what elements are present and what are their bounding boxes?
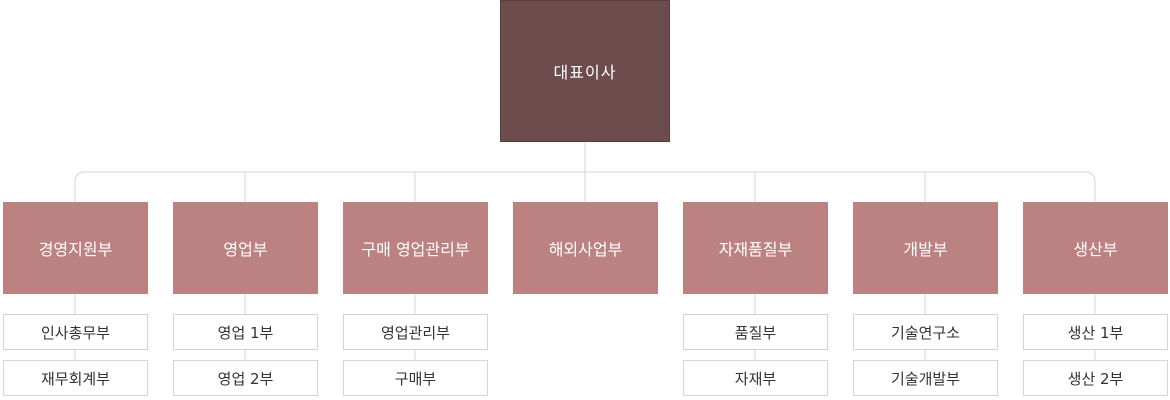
sub-unit-label: 구매부: [394, 369, 437, 388]
sub-unit-label: 기술개발부: [890, 369, 960, 388]
ceo-label: 대표이사: [553, 63, 617, 82]
sub-unit: 자재부: [683, 360, 828, 396]
dept-bus-line: [74, 171, 1096, 202]
sub-unit-label: 영업 1부: [217, 323, 274, 342]
sub-unit: 생산 2부: [1023, 360, 1168, 396]
dept-sales: 영업부: [173, 202, 318, 294]
dept-label: 개발부: [903, 240, 948, 259]
sub-unit: 영업 2부: [173, 360, 318, 396]
dept-label: 경영지원부: [38, 240, 113, 259]
sub-unit-label: 인사총무부: [40, 323, 110, 342]
dept-materials-quality: 자재품질부: [683, 202, 828, 294]
dept-label: 영업부: [223, 240, 268, 259]
sub-unit-label: 영업관리부: [380, 323, 450, 342]
sub-unit-label: 재무회계부: [40, 369, 110, 388]
sub-unit: 생산 1부: [1023, 314, 1168, 350]
sub-unit-label: 영업 2부: [217, 369, 274, 388]
sub-unit: 재무회계부: [3, 360, 148, 396]
sub-unit-label: 자재부: [734, 369, 777, 388]
dept-management-support: 경영지원부: [3, 202, 148, 294]
dept-label: 자재품질부: [718, 240, 793, 259]
dept-overseas: 해외사업부: [513, 202, 658, 294]
dept-purchasing-sales-mgmt: 구매 영업관리부: [343, 202, 488, 294]
sub-unit-label: 기술연구소: [890, 323, 960, 342]
sub-unit-label: 생산 2부: [1067, 369, 1124, 388]
sub-unit: 품질부: [683, 314, 828, 350]
dept-label: 생산부: [1073, 240, 1118, 259]
dept-label: 해외사업부: [548, 240, 623, 259]
sub-unit: 영업관리부: [343, 314, 488, 350]
sub-unit: 기술개발부: [853, 360, 998, 396]
sub-unit-label: 생산 1부: [1067, 323, 1124, 342]
sub-unit: 영업 1부: [173, 314, 318, 350]
dept-development: 개발부: [853, 202, 998, 294]
sub-unit: 인사총무부: [3, 314, 148, 350]
sub-unit: 구매부: [343, 360, 488, 396]
dept-production: 생산부: [1023, 202, 1168, 294]
sub-unit-label: 품질부: [734, 323, 777, 342]
sub-unit: 기술연구소: [853, 314, 998, 350]
ceo-node: 대표이사: [500, 0, 670, 142]
dept-label: 구매 영업관리부: [361, 240, 470, 259]
